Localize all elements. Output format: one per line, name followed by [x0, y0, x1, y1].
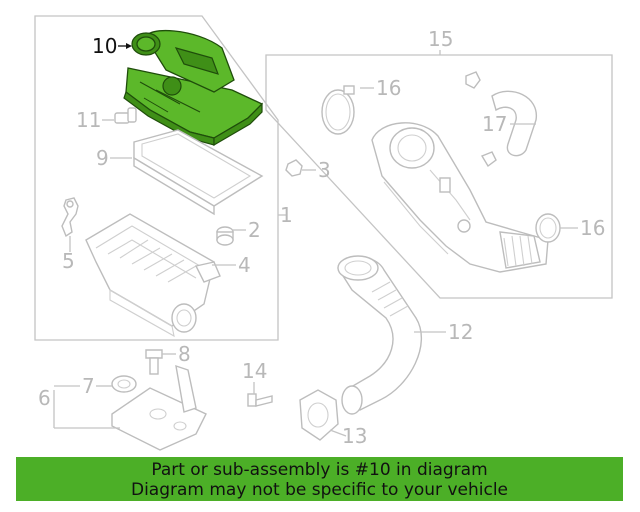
air-cleaner-cover-highlighted — [123, 29, 264, 147]
callout-17[interactable]: 17 — [482, 112, 507, 136]
air-filter-part-9 — [133, 129, 264, 216]
bracket-part-6 — [111, 364, 207, 451]
intake-assembly-part-15 — [371, 122, 549, 273]
flange-part-13 — [299, 389, 339, 441]
callout-1[interactable]: 1 — [280, 203, 293, 227]
callout-3[interactable]: 3 — [318, 158, 331, 182]
clamp-part-16-a — [321, 85, 355, 135]
bolt-part-14 — [247, 393, 273, 407]
callout-7[interactable]: 7 — [82, 374, 95, 398]
lower-housing-part-4 — [85, 213, 221, 338]
nut-part-3 — [285, 159, 303, 177]
callout-2[interactable]: 2 — [248, 218, 261, 242]
notice-banner: Part or sub-assembly is #10 in diagram D… — [16, 457, 623, 501]
callout-11[interactable]: 11 — [76, 108, 101, 132]
callout-5[interactable]: 5 — [62, 249, 75, 273]
banner-line-1: Part or sub-assembly is #10 in diagram — [151, 460, 488, 480]
callout-12[interactable]: 12 — [448, 320, 473, 344]
grommet-part-7 — [111, 375, 137, 393]
assembly-frame-1 — [34, 15, 279, 341]
callout-16-b[interactable]: 16 — [580, 216, 605, 240]
callout-13[interactable]: 13 — [342, 424, 367, 448]
hose-part-17 — [465, 71, 537, 168]
bolt-part-8 — [145, 349, 163, 375]
grommet-part-2 — [216, 226, 234, 246]
leader-lines — [53, 43, 578, 437]
sensor-part-11 — [114, 107, 137, 124]
banner-line-2: Diagram may not be specific to your vehi… — [130, 480, 508, 500]
callout-4[interactable]: 4 — [238, 253, 251, 277]
callout-14[interactable]: 14 — [242, 359, 267, 383]
callout-8[interactable]: 8 — [178, 342, 191, 366]
callout-16-a[interactable]: 16 — [376, 76, 401, 100]
callout-6[interactable]: 6 — [38, 386, 51, 410]
callout-9[interactable]: 9 — [96, 146, 109, 170]
intake-duct-part-12 — [337, 255, 422, 415]
callout-10[interactable]: 10 — [92, 34, 117, 58]
clamp-part-16-b — [535, 213, 561, 243]
assembly-frame-15 — [265, 54, 613, 299]
callout-15[interactable]: 15 — [428, 27, 453, 51]
parts-diagram: 10 11 9 3 2 1 4 5 15 16 17 16 12 13 14 8… — [34, 15, 613, 451]
clip-part-5 — [61, 197, 79, 238]
